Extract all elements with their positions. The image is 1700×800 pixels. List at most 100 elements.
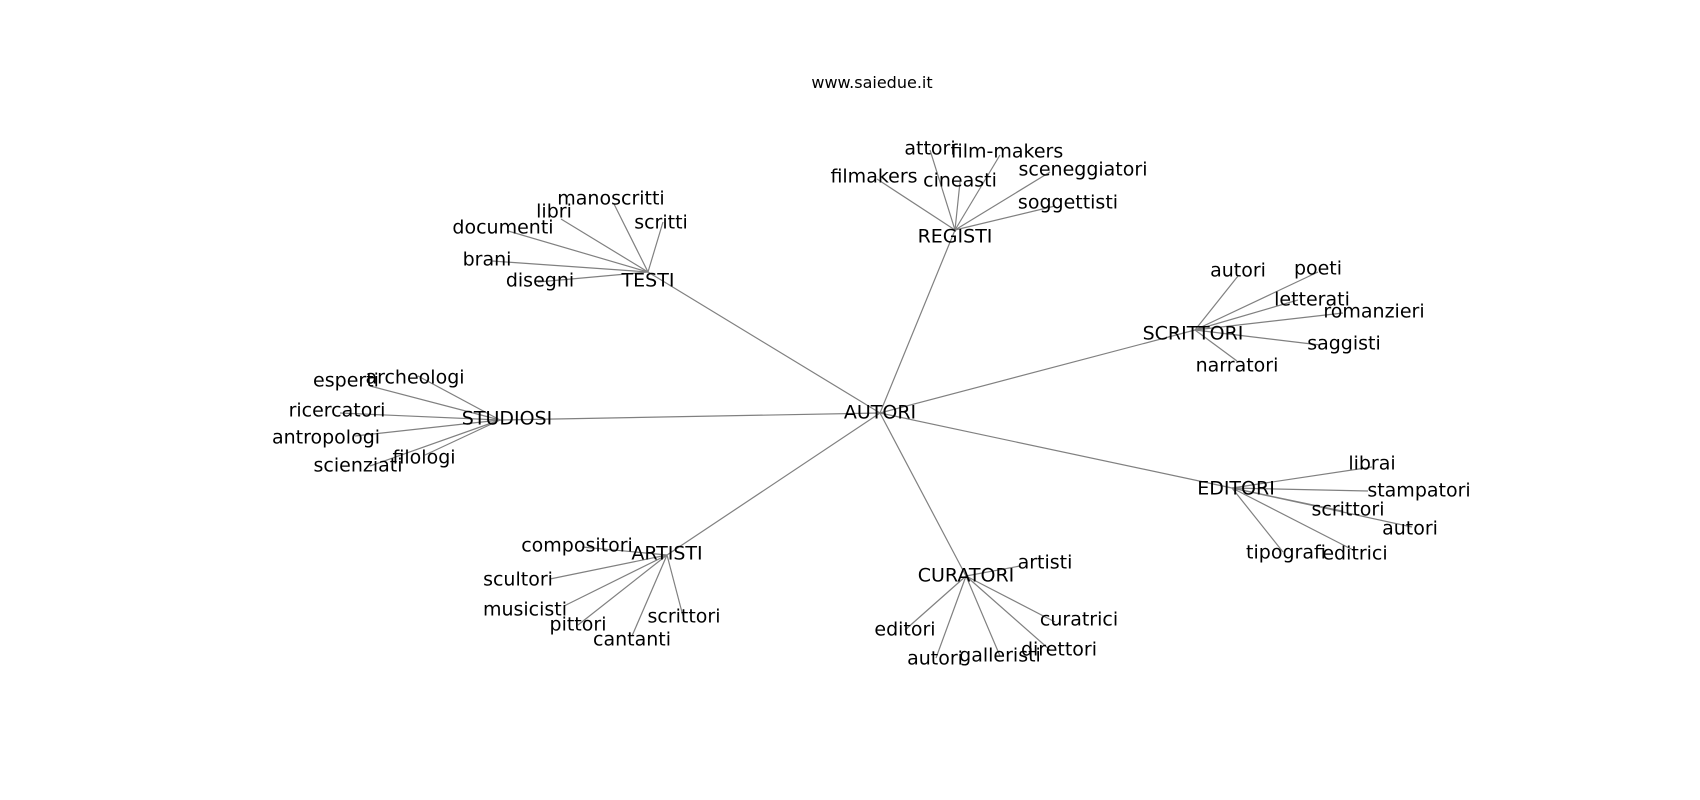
edge-testi-manoscritti	[613, 203, 649, 273]
group-label-editori: EDITORI	[1197, 478, 1275, 500]
leaf-label-curatori-editori: editori	[874, 619, 935, 641]
leaf-label-curatori-curatrici: curatrici	[1040, 609, 1118, 631]
edge-studiosi-antropologi	[354, 419, 501, 437]
root-label-autori: AUTORI	[844, 402, 916, 424]
leaf-label-scrittori-narratori: narratori	[1196, 355, 1279, 377]
edge-studiosi-scienziati	[369, 419, 501, 467]
group-label-artisti: ARTISTI	[631, 543, 702, 565]
edge-autori-testi	[647, 271, 881, 414]
leaf-label-testi-brani: brani	[463, 249, 512, 271]
leaf-label-studiosi-filologi: filologi	[392, 447, 455, 469]
edge-autori-scrittori	[879, 329, 1196, 414]
edge-studiosi-archeologi	[417, 375, 501, 421]
edge-artisti-pittori	[577, 554, 668, 626]
edge-scrittori-poeti	[1194, 271, 1319, 331]
edge-scrittori-narratori	[1194, 329, 1238, 362]
leaf-label-studiosi-ricercatori: ricercatori	[289, 400, 386, 422]
edge-editori-autori	[1231, 487, 1413, 528]
leaf-label-artisti-pittori: pittori	[550, 614, 607, 636]
edge-registi-cineasti	[954, 181, 961, 231]
edge-registi-soggettisti	[954, 205, 1056, 231]
edge-autori-studiosi	[499, 412, 881, 421]
edge-testi-disegni	[537, 271, 649, 283]
site-label: www.saiedue.it	[811, 73, 932, 92]
group-label-scrittori: SCRITTORI	[1143, 323, 1244, 345]
edge-studiosi-esperti	[369, 385, 501, 421]
leaf-label-scrittori-letterati: letterati	[1274, 289, 1350, 311]
leaf-label-curatori-autori: autori	[907, 648, 963, 670]
leaf-label-editori-librai: librai	[1348, 453, 1395, 475]
leaf-label-artisti-compositori: compositori	[521, 535, 633, 557]
leaf-label-scrittori-poeti: poeti	[1294, 258, 1342, 280]
leaf-label-scrittori-autori: autori	[1210, 260, 1266, 282]
edge-scrittori-saggisti	[1194, 329, 1321, 346]
edge-studiosi-ricercatori	[339, 412, 501, 421]
edge-scrittori-romanzieri	[1194, 312, 1344, 331]
leaf-label-registi-filmakers: filmakers	[830, 166, 917, 188]
leaf-label-registi-sceneggiatori: sceneggiatori	[1019, 159, 1148, 181]
leaf-label-curatori-artisti: artisti	[1018, 552, 1073, 574]
leaf-label-artisti-scrittori: scrittori	[647, 606, 720, 628]
group-label-curatori: CURATORI	[918, 565, 1015, 587]
edge-testi-scritti	[647, 221, 664, 273]
edge-testi-brani	[491, 260, 649, 273]
leaf-label-curatori-direttori: direttori	[1021, 639, 1097, 661]
edge-scrittori-letterati	[1194, 299, 1299, 331]
leaf-label-studiosi-scienziati: scienziati	[314, 455, 403, 477]
edge-curatori-editori	[904, 575, 967, 631]
edge-autori-registi	[879, 229, 956, 414]
group-label-studiosi: STUDIOSI	[462, 408, 552, 430]
edge-testi-documenti	[507, 230, 649, 273]
edge-editori-editrici	[1231, 487, 1356, 552]
leaf-label-artisti-scultori: scultori	[483, 569, 553, 591]
edge-layer	[339, 149, 1413, 659]
edge-curatori-curatrici	[965, 575, 1056, 623]
leaf-label-editori-stampatori: stampatori	[1367, 480, 1470, 502]
edge-editori-librai	[1231, 466, 1373, 489]
group-label-testi: TESTI	[621, 270, 675, 292]
leaf-label-editori-autori: autori	[1382, 518, 1438, 540]
leaf-label-curatori-galleristi: galleristi	[959, 645, 1041, 667]
edge-registi-sceneggiatori	[954, 171, 1051, 231]
leaf-label-editori-editrici: editrici	[1322, 543, 1387, 565]
leaf-label-editori-tipografi: tipografi	[1246, 542, 1326, 564]
edge-studiosi-filologi	[424, 419, 501, 456]
leaf-label-testi-documenti: documenti	[452, 217, 553, 239]
group-label-registi: REGISTI	[918, 226, 993, 248]
edge-artisti-scultori	[549, 554, 668, 580]
edge-scrittori-autori	[1194, 275, 1239, 331]
edge-editori-stampatori	[1231, 487, 1369, 492]
edge-autori-editori	[879, 412, 1233, 489]
edge-testi-libri	[560, 218, 649, 273]
edge-editori-tipografi	[1231, 487, 1284, 553]
edge-registi-film-makers	[954, 154, 1001, 231]
edge-registi-filmakers	[876, 178, 956, 231]
edge-registi-attori	[929, 149, 956, 231]
leaf-label-testi-disegni: disegni	[506, 270, 574, 292]
leaf-label-testi-libri: libri	[536, 201, 572, 223]
leaf-label-studiosi-archeologi: archeologi	[365, 367, 464, 389]
leaf-label-artisti-cantanti: cantanti	[593, 629, 671, 651]
leaf-label-editori-scrittori: scrittori	[1311, 499, 1384, 521]
leaf-label-testi-manoscritti: manoscritti	[557, 188, 664, 210]
edge-artisti-cantanti	[631, 554, 668, 637]
edge-curatori-galleristi	[965, 575, 1001, 657]
edge-artisti-compositori	[581, 546, 668, 556]
edge-curatori-autori	[935, 575, 967, 659]
edge-autori-curatori	[879, 412, 967, 577]
edge-artisti-musicisti	[563, 554, 668, 607]
leaf-label-registi-cineasti: cineasti	[923, 170, 997, 192]
edge-artisti-scrittori	[666, 554, 685, 621]
leaf-label-studiosi-esperti: esperti	[313, 370, 379, 392]
leaf-label-registi-attori: attori	[904, 138, 955, 160]
edge-curatori-direttori	[965, 575, 1051, 651]
edge-autori-artisti	[666, 412, 881, 556]
edge-curatori-artisti	[965, 565, 1021, 577]
leaf-label-registi-soggettisti: soggettisti	[1018, 192, 1118, 214]
leaf-label-registi-film-makers: film-makers	[951, 141, 1064, 163]
leaf-label-artisti-musicisti: musicisti	[483, 599, 567, 621]
leaf-label-studiosi-antropologi: antropologi	[272, 427, 380, 449]
leaf-label-scrittori-romanzieri: romanzieri	[1323, 301, 1424, 323]
